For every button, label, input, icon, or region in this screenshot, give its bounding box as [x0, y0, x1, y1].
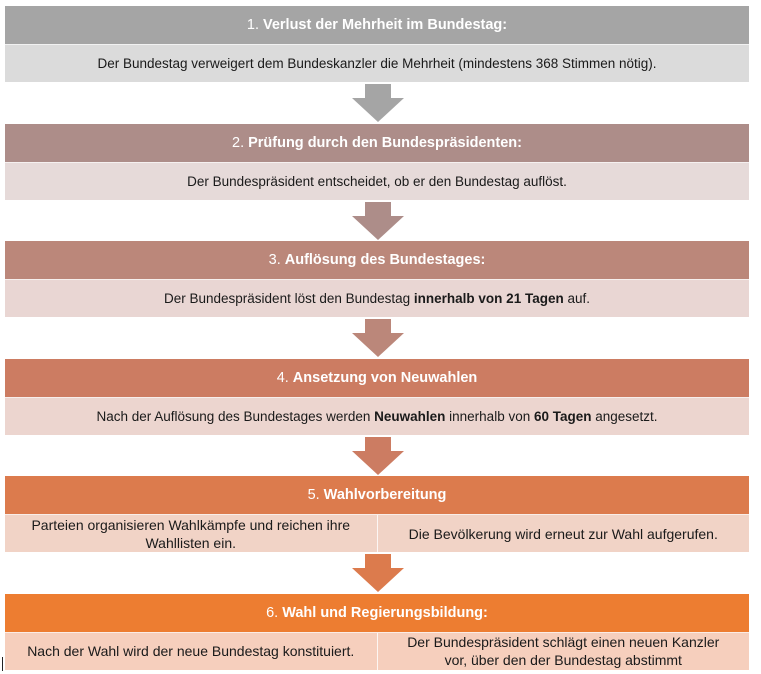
step-header: 4.Ansetzung von Neuwahlen — [5, 358, 749, 397]
step-number: 1. — [246, 17, 259, 33]
emphasis-text: innerhalb von 21 Tagen — [413, 291, 564, 306]
step-description: Der Bundespräsident löst den Bundestag i… — [5, 279, 749, 317]
step-header: 6.Wahl und Regierungsbildung: — [5, 593, 749, 632]
down-arrow-icon — [352, 84, 404, 122]
step-description-column: Die Bevölkerung wird erneut zur Wahl auf… — [376, 515, 750, 552]
plain-text: Der Bundespräsident löst den Bundestag — [164, 291, 414, 306]
step-title: Verlust der Mehrheit im Bundestag: — [262, 17, 508, 33]
step-description: Der Bundespräsident entscheidet, ob er d… — [5, 161, 749, 200]
text-cursor — [2, 657, 3, 671]
step-number: 4. — [276, 369, 289, 386]
step-description-column: Parteien organisieren Wahlkämpfe und rei… — [31, 516, 351, 551]
step-2: 2.Prüfung durch den Bundespräsidenten: De… — [5, 123, 749, 200]
plain-text: innerhalb von — [445, 408, 534, 424]
arrow-shape — [352, 554, 404, 592]
step-1: 1.Verlust der Mehrheit im Bundestag: Der … — [5, 6, 749, 82]
step-header: 2.Prüfung durch den Bundespräsidenten: — [5, 123, 749, 162]
step-description-column: Nach der Wahl wird der neue Bundestag ko… — [27, 643, 355, 659]
step-description-text: Der Bundespräsident löst den Bundestag i… — [164, 291, 590, 306]
step-number: 3. — [268, 252, 281, 268]
step-header: 3.Auflösung des Bundestages: — [5, 241, 749, 279]
step-header: 5.Wahlvorbereitung — [5, 476, 749, 514]
step-description-text: Der Bundespräsident entscheidet, ob er d… — [187, 174, 567, 189]
step-header: 1.Verlust der Mehrheit im Bundestag: — [5, 6, 749, 44]
down-arrow-icon — [352, 319, 404, 357]
plain-text: auf. — [563, 291, 590, 306]
down-arrow-icon — [352, 554, 404, 592]
step-description: Der Bundestag verweigert dem Bundeskanzl… — [5, 44, 749, 82]
step-6: 6.Wahl und Regierungsbildung: Nach der Wa… — [5, 593, 750, 670]
step-title: Auflösung des Bundestages: — [284, 252, 486, 268]
step-title: Prüfung durch den Bundespräsidenten: — [248, 134, 522, 151]
down-arrow-icon — [352, 201, 404, 240]
step-title: Wahlvorbereitung — [323, 487, 447, 503]
step-number: 6. — [266, 604, 279, 621]
step-title: Ansetzung von Neuwahlen — [292, 369, 478, 386]
step-description-text: Der Bundestag verweigert dem Bundeskanzl… — [97, 56, 656, 71]
step-description-column: Der Bundespräsident schlägt einen neuen … — [376, 632, 750, 670]
emphasis-text: 60 Tagen — [533, 408, 592, 424]
step-description-text: Nach der Auflösung des Bundestages werde… — [96, 409, 657, 424]
step-number: 2. — [232, 134, 245, 151]
arrow-shape — [352, 84, 404, 122]
down-arrow-icon — [352, 436, 404, 475]
step-description: Parteien organisieren Wahlkämpfe und rei… — [5, 514, 749, 552]
arrow-shape — [352, 319, 404, 357]
plain-text: angesetzt. — [591, 408, 658, 424]
step-description: Nach der Auflösung des Bundestages werde… — [5, 396, 749, 435]
emphasis-text: Neuwahlen — [374, 408, 446, 424]
step-description: Nach der Wahl wird der neue Bundestag ko… — [5, 631, 750, 670]
plain-text: Der Bundespräsident entscheidet, ob er d… — [187, 173, 567, 189]
arrow-shape — [352, 436, 404, 475]
step-3: 3.Auflösung des Bundestages: Der Bundespr… — [5, 241, 749, 317]
arrow-shape — [352, 201, 404, 240]
plain-text: Der Bundestag verweigert dem Bundeskanzl… — [97, 56, 657, 71]
step-number: 5. — [307, 487, 320, 503]
plain-text: Nach der Auflösung des Bundestages werde… — [96, 408, 375, 424]
step-title: Wahl und Regierungsbildung: — [282, 604, 488, 621]
